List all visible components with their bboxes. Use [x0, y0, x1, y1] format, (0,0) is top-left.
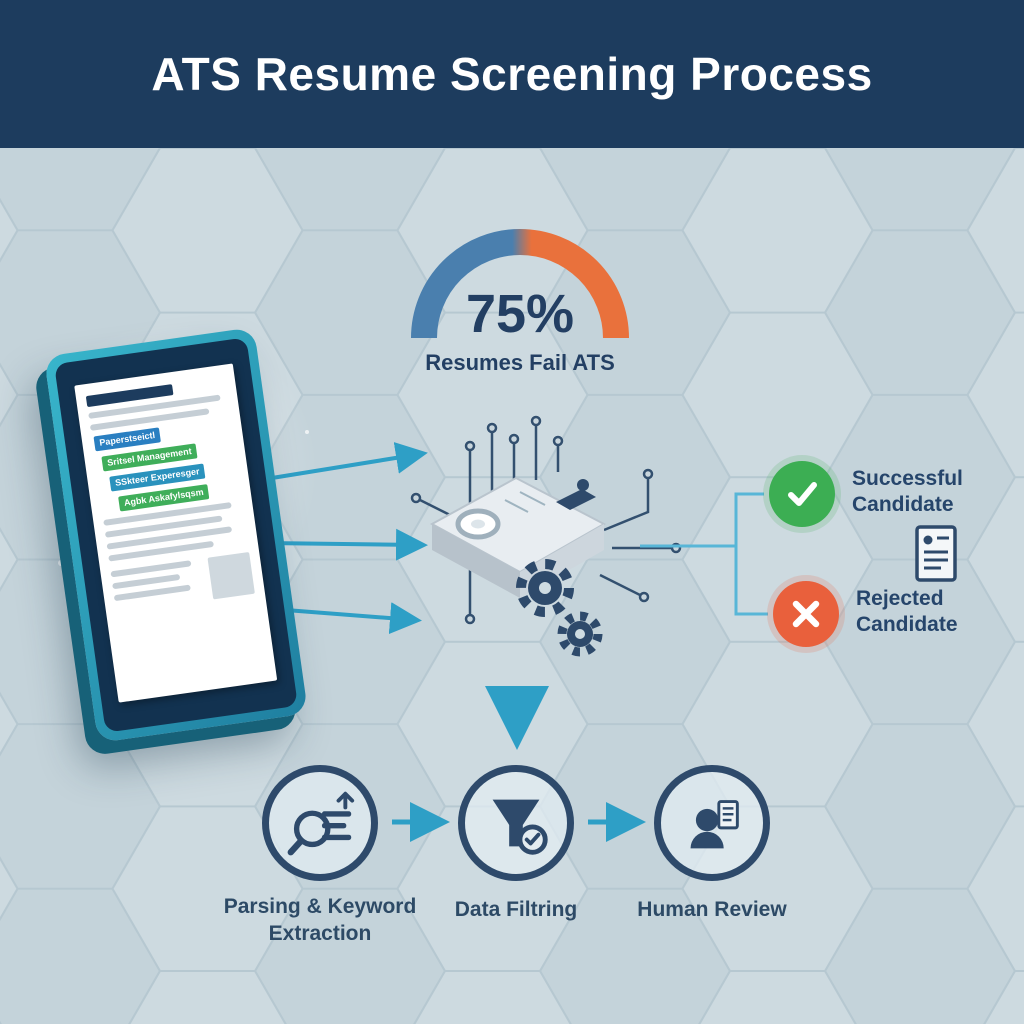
gauge-caption: Resumes Fail ATS [425, 350, 615, 375]
step-label-parsing: Parsing & Keyword Extraction [223, 895, 417, 946]
step-label-filtering: Data Filtring [454, 898, 578, 921]
resume-photo-block [207, 551, 255, 600]
gauge-value: 75% [465, 284, 575, 344]
success-badge [769, 461, 835, 527]
funnel-icon [492, 799, 548, 855]
candidate-document-icon [915, 525, 957, 582]
rejected-label: Rejected Candidate [856, 587, 958, 637]
sparkle-dot [305, 430, 309, 434]
resume-footer [110, 551, 255, 613]
magnifier-icon [287, 791, 355, 856]
tablet-screen: Paperstseictl Sritsel Management SSkteer… [54, 337, 298, 733]
step-filtering [458, 765, 574, 881]
x-icon [792, 600, 820, 628]
page-title: ATS Resume Screening Process [151, 48, 873, 100]
check-icon [788, 482, 817, 506]
reject-badge [773, 581, 839, 647]
gauge-arc [411, 229, 629, 339]
resume-document: Paperstseictl Sritsel Management SSkteer… [74, 363, 278, 703]
step-label-human-review: Human Review [637, 898, 787, 921]
step-parsing [262, 765, 378, 881]
step-human-review [654, 765, 770, 881]
keyword-tag: Paperstseictl [93, 427, 161, 452]
success-label: Successful Candidate [852, 467, 963, 517]
header: ATS Resume Screening Process [0, 0, 1024, 148]
person-icon [690, 800, 739, 849]
resume-text-line [110, 560, 192, 578]
sparkle-dot [58, 560, 64, 566]
